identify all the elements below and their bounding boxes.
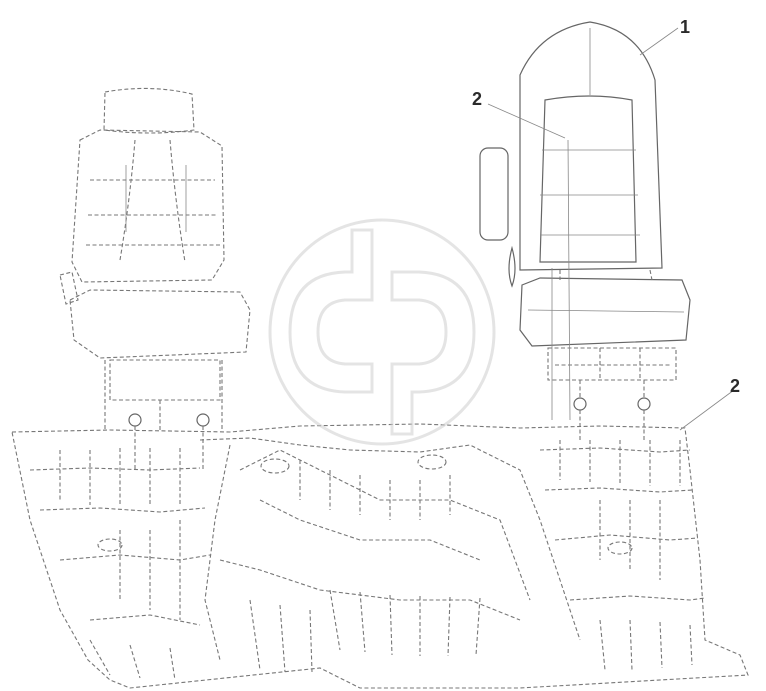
driver-seat-cushion bbox=[519, 277, 691, 347]
driver-mount-bolt bbox=[573, 397, 587, 411]
cab-floor-panel bbox=[11, 423, 749, 689]
passenger-seat-cushion bbox=[69, 289, 251, 359]
passenger-headrest bbox=[103, 87, 195, 134]
callout-label-2-upper: 2 bbox=[472, 89, 483, 109]
driver-adjust-lever bbox=[508, 245, 516, 288]
watermark-logo bbox=[268, 218, 496, 446]
driver-backrest-outline bbox=[519, 21, 663, 271]
assembly-guide-lines bbox=[134, 139, 645, 470]
driver-armrest bbox=[479, 147, 509, 241]
driver-suspension-base bbox=[547, 347, 677, 381]
passenger-backrest bbox=[71, 129, 225, 283]
passenger-seat bbox=[59, 87, 251, 430]
callout-leaders bbox=[487, 27, 735, 431]
driver-seat bbox=[479, 21, 691, 411]
passenger-mount-bolt bbox=[128, 413, 142, 427]
callout-label-2-lower: 2 bbox=[730, 376, 741, 396]
callout-label-1: 1 bbox=[680, 17, 691, 37]
